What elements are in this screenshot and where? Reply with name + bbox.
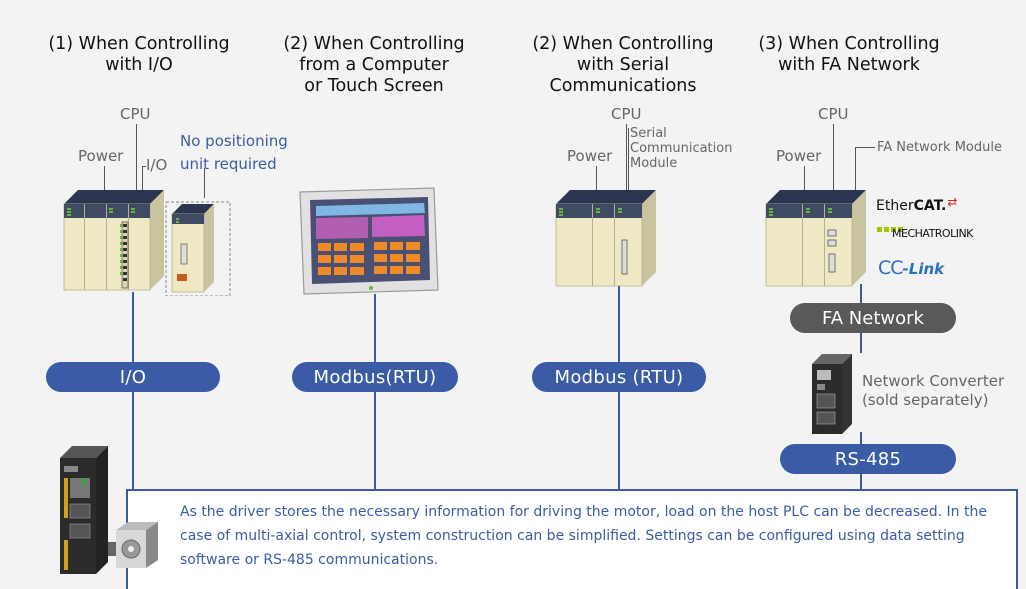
cc-link-logo: CC-Link <box>878 257 944 279</box>
logo-text: CAT. <box>913 198 947 214</box>
serial-module-label: Serial Communication Module <box>630 126 732 171</box>
power-label: Power <box>567 147 613 165</box>
cpu-label: CPU <box>818 105 849 123</box>
modbus-rtu-pill: Modbus(RTU) <box>292 362 458 392</box>
touch-screen-panel <box>299 187 439 295</box>
power-label: Power <box>78 147 124 165</box>
title-line: from a Computer <box>299 55 449 75</box>
callout-line: unit required <box>180 155 277 173</box>
network-converter-device <box>812 354 852 434</box>
leader-line <box>136 124 137 194</box>
title-line: with Serial <box>576 55 670 75</box>
title-line: with FA Network <box>778 55 920 75</box>
connection-line <box>860 432 862 446</box>
title-line: (3) When Controlling <box>758 34 940 54</box>
leader-line <box>855 147 856 194</box>
label-line: Communication <box>630 141 733 156</box>
title-line: or Touch Screen <box>304 76 444 96</box>
leader-line <box>855 147 875 148</box>
leader-line <box>628 128 629 194</box>
label-line: Serial <box>630 126 667 141</box>
logo-square <box>898 227 903 232</box>
column-1-title: (1) When Controlling with I/O <box>28 34 250 76</box>
network-converter-label: Network Converter (sold separately) <box>862 372 1004 410</box>
mechatrolink-logo: MECHATROLINK <box>876 226 973 240</box>
leader-line <box>804 166 805 194</box>
rs485-pill: RS-485 <box>780 444 956 474</box>
arrow-icon: ⇄ <box>947 195 958 209</box>
column-4-title: (3) When Controlling with FA Network <box>738 34 960 76</box>
column-2-title: (2) When Controlling from a Computer or … <box>258 34 490 97</box>
logo-text: -Link <box>902 260 945 278</box>
column-3-title: (2) When Controlling with Serial Communi… <box>512 34 734 97</box>
plc-fa-network-module <box>765 190 866 287</box>
title-line: (1) When Controlling <box>48 34 230 54</box>
title-line: with I/O <box>105 55 173 75</box>
leader-line <box>104 166 105 194</box>
connection-line <box>860 333 862 353</box>
driver-and-motor <box>60 446 158 574</box>
label-line: Network Converter <box>862 372 1005 390</box>
io-label: I/O <box>146 156 168 174</box>
connection-line <box>860 474 862 490</box>
modbus-rtu-pill: Modbus (RTU) <box>532 362 706 392</box>
io-pill: I/O <box>46 362 220 392</box>
mechatrolink-icon <box>876 226 903 240</box>
logo-square <box>884 227 889 232</box>
fa-network-pill: FA Network <box>790 303 956 333</box>
leader-line <box>142 166 146 167</box>
logo-text: MECHATROLINK <box>892 226 973 240</box>
callout-line: No positioning <box>180 132 288 150</box>
no-positioning-callout: No positioning unit required <box>180 130 288 176</box>
logo-square <box>877 227 882 232</box>
driver-info-box <box>126 489 1018 589</box>
power-label: Power <box>776 147 822 165</box>
cpu-label: CPU <box>120 105 151 123</box>
fa-network-module-label: FA Network Module <box>877 140 1002 155</box>
title-line: (2) When Controlling <box>532 34 714 54</box>
leader-line <box>596 166 597 194</box>
connection-line <box>860 284 862 304</box>
cpu-label: CPU <box>611 105 642 123</box>
title-line: Communications <box>549 76 697 96</box>
label-line: Module <box>630 156 678 171</box>
logo-text: CC <box>878 257 904 279</box>
leader-line <box>204 168 205 198</box>
leader-line <box>626 124 627 194</box>
plc-serial-module <box>555 190 656 287</box>
title-line: (2) When Controlling <box>283 34 465 54</box>
logo-square <box>891 227 896 232</box>
plc-io-module <box>63 190 231 296</box>
leader-line <box>142 166 143 194</box>
connection-line <box>374 294 376 490</box>
label-line: (sold separately) <box>862 391 989 409</box>
logo-text: Ether <box>876 198 914 214</box>
driver-description: As the driver stores the necessary infor… <box>180 504 987 568</box>
ethercat-logo: EtherCAT.⇄ <box>876 195 958 214</box>
leader-line <box>833 124 834 194</box>
